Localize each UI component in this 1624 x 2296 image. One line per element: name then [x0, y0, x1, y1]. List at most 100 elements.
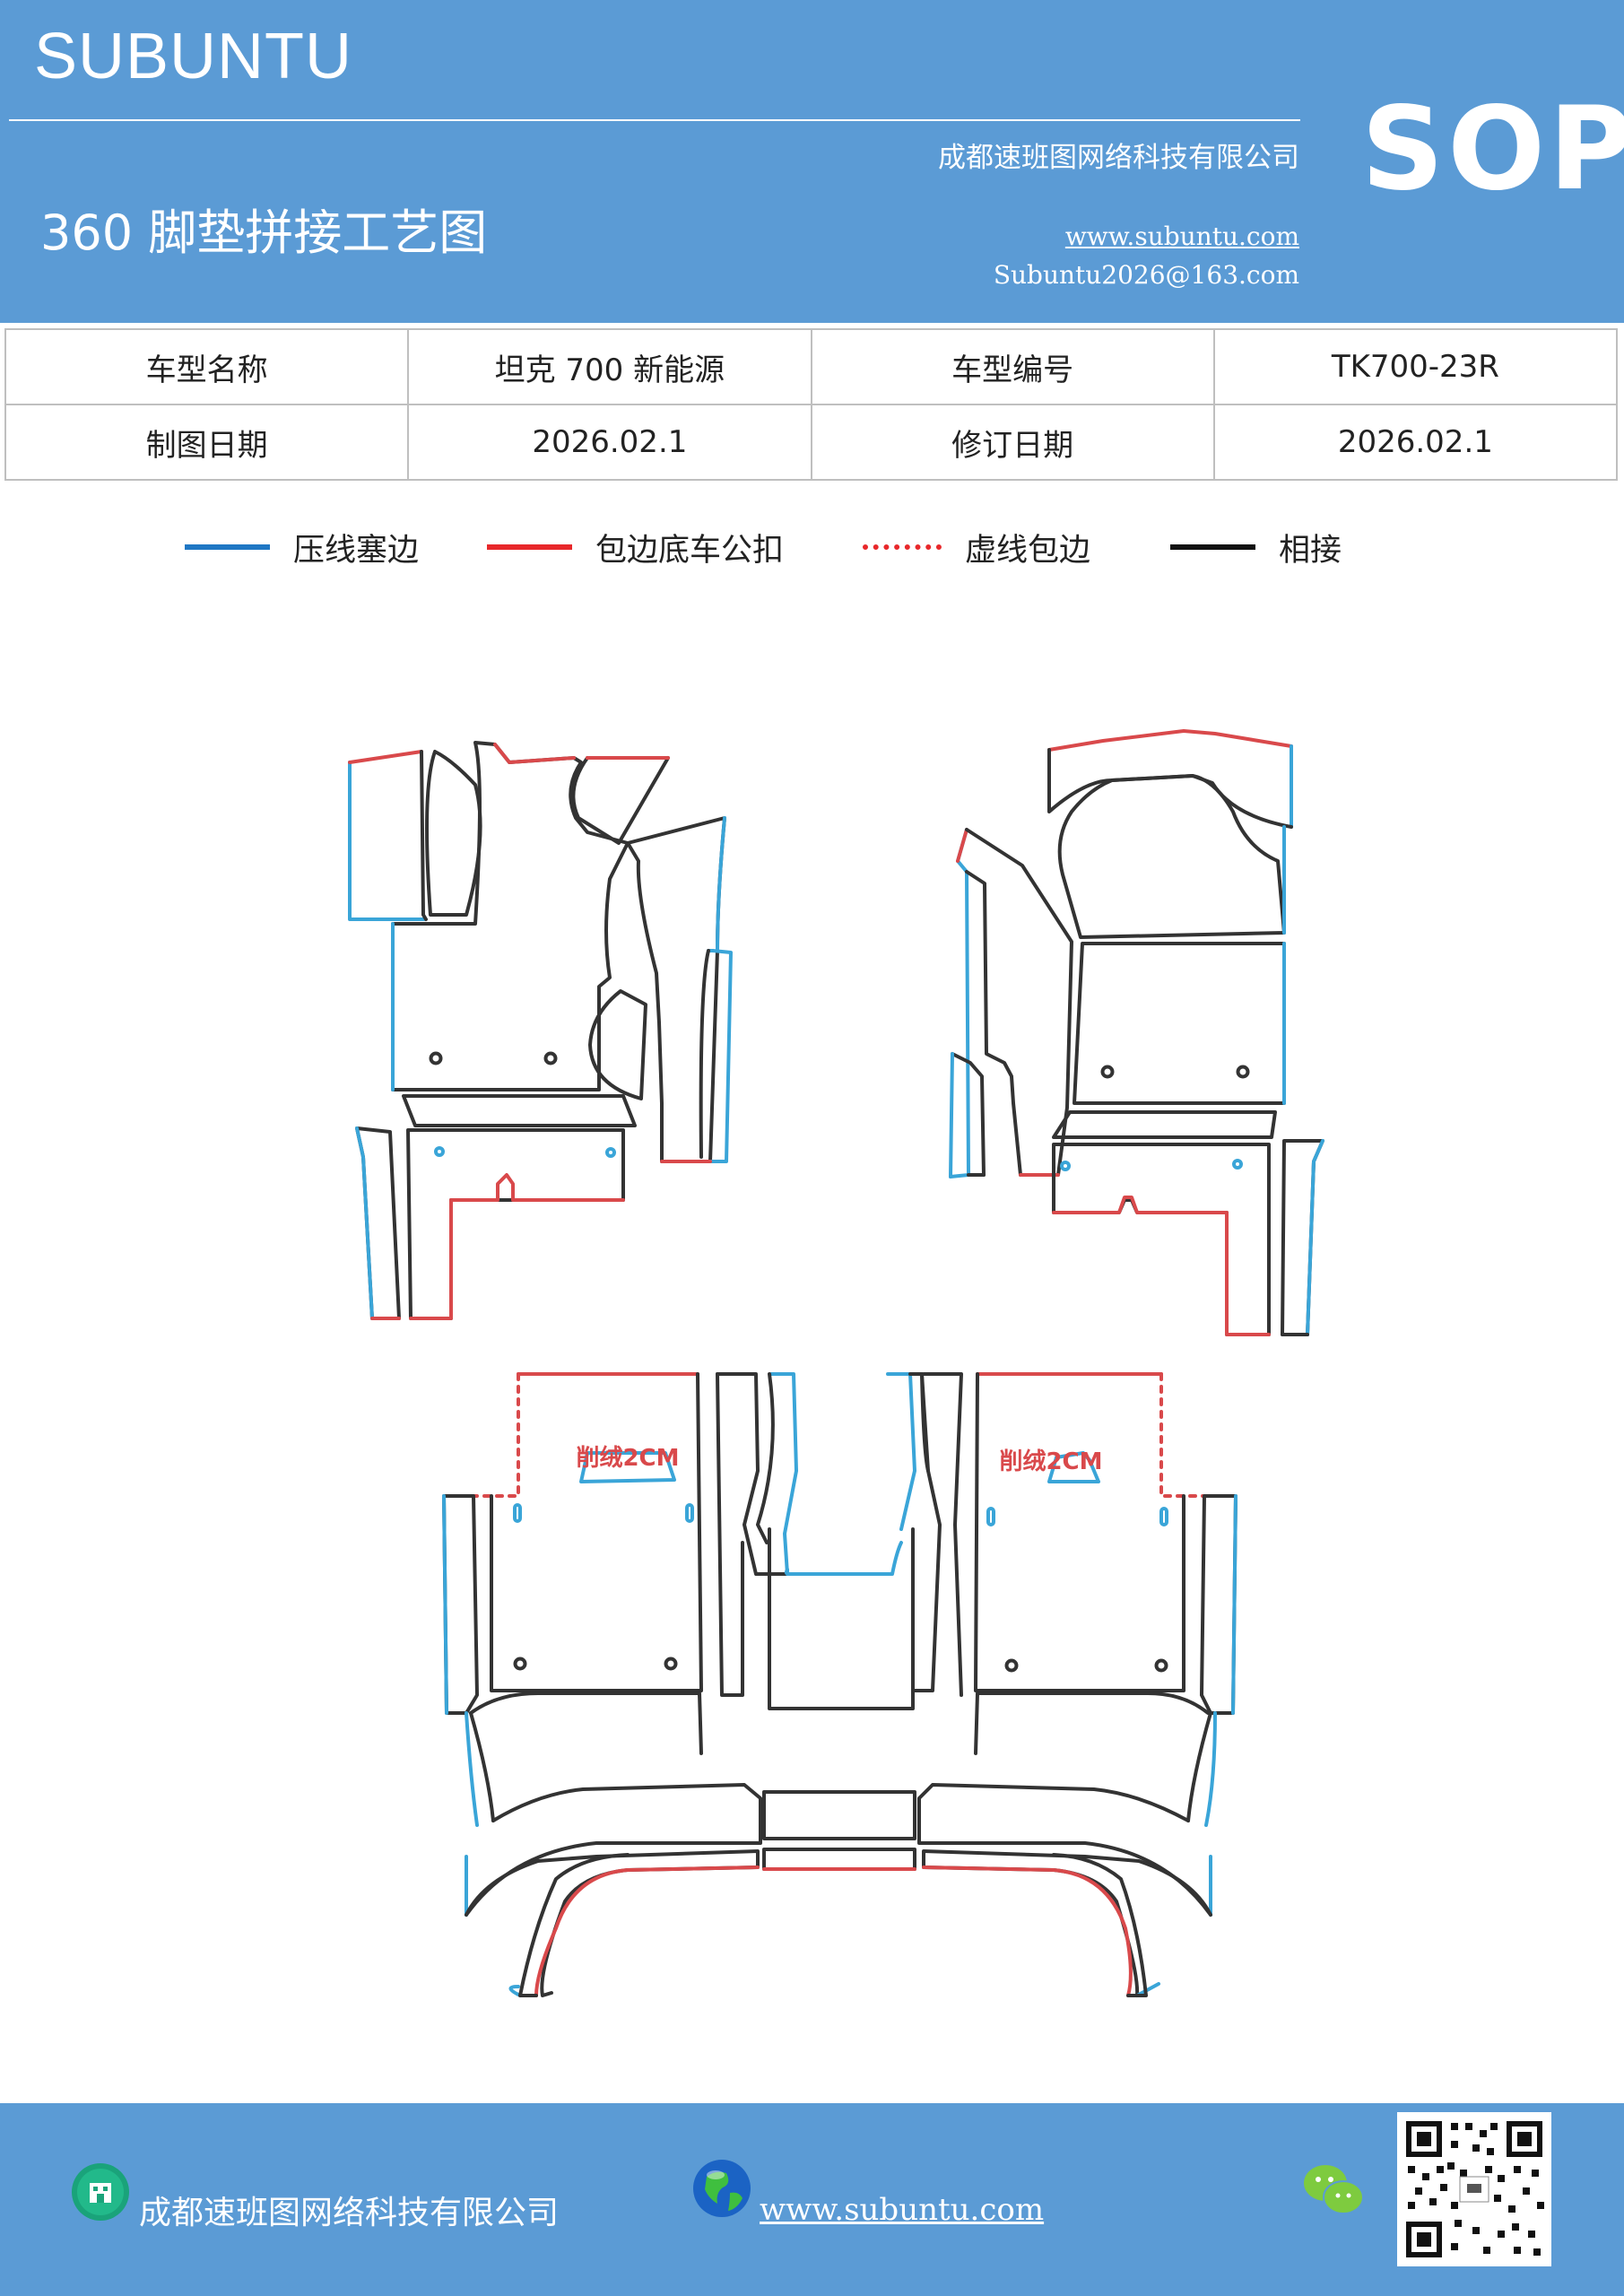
clip-hole — [1154, 1658, 1168, 1673]
legend-label: 虚线包边 — [965, 532, 1091, 569]
qr-code — [1397, 2112, 1551, 2266]
model-name-label: 车型名称 — [4, 328, 410, 405]
center-right-strip — [908, 1372, 942, 1692]
model-code-label: 车型编号 — [810, 328, 1215, 405]
clip-hole — [429, 1051, 443, 1065]
side-strip — [1281, 1139, 1324, 1336]
shave-label-right: 削绒2CM — [999, 1448, 1102, 1475]
clip-hole — [1100, 1065, 1115, 1079]
edge-red-dotted — [1159, 1372, 1238, 1498]
legend: 压线塞边 包边底车公扣 虚线包边 相接 — [0, 520, 1624, 574]
tunnel-piece — [626, 816, 726, 1163]
clip-slot — [513, 1503, 522, 1523]
edge-blue — [784, 1541, 903, 1576]
tunnel-piece — [965, 828, 1073, 1177]
legend-label: 包边底车公扣 — [595, 532, 785, 569]
company-name: 成都速班图网络科技有限公司 — [938, 142, 1299, 174]
shave-label-left: 削绒2CM — [576, 1444, 679, 1472]
edge-red — [409, 1198, 453, 1320]
right-arch-top — [974, 1692, 1210, 1755]
edge-red — [493, 743, 576, 764]
edge-black — [518, 1853, 630, 1997]
model-code-value: TK700-23R — [1212, 328, 1619, 405]
edge-red — [348, 750, 423, 764]
edge-blue — [886, 1372, 916, 1531]
front-left-mat — [348, 741, 733, 1320]
rear-left-floor — [490, 1372, 703, 1692]
edge-blue — [949, 828, 970, 1178]
center-left-strip — [716, 1372, 789, 1576]
edge-blue — [355, 1126, 374, 1320]
header-banner — [0, 0, 1624, 323]
rear-mat — [442, 1372, 1238, 1997]
legend-item: 相接 — [1170, 520, 1342, 574]
legend-swatch-blue — [185, 544, 270, 550]
edge-black — [716, 1372, 744, 1697]
clip-hole — [513, 1657, 527, 1671]
website-link[interactable]: www.subuntu.com — [1064, 222, 1299, 251]
edge-black — [571, 756, 670, 845]
legend-label: 压线塞边 — [293, 532, 420, 569]
edge-black — [922, 1372, 963, 1697]
pillar-piece — [425, 750, 482, 917]
edge-black — [756, 1372, 775, 1544]
legend-label: 相接 — [1279, 532, 1342, 569]
edge-black — [920, 1372, 930, 1473]
shave-area — [579, 1451, 676, 1483]
edge-red — [922, 1866, 1133, 1997]
building-icon — [72, 2163, 129, 2221]
center-floor — [768, 1527, 915, 1710]
left-mid-strip — [465, 1783, 762, 1917]
edge-blue — [1306, 1139, 1324, 1336]
shave-area — [1047, 1451, 1100, 1483]
edge-black — [1052, 1853, 1148, 1997]
draw-date-label: 制图日期 — [4, 404, 410, 481]
edge-red — [956, 828, 968, 863]
main-floor-outline — [391, 741, 630, 1091]
footer-website-link[interactable]: www.subuntu.com — [760, 2192, 1045, 2228]
footer-company: 成都速班图网络科技有限公司 — [139, 2195, 560, 2231]
clip-hole — [664, 1657, 678, 1671]
lower-tray — [406, 1128, 625, 1320]
clip-hole-blue — [605, 1147, 616, 1158]
main-floor — [1073, 942, 1286, 1105]
edge-black — [469, 1711, 495, 1822]
clip-hole — [1004, 1658, 1019, 1673]
center-mid-panel — [762, 1790, 916, 1840]
edge-blue — [1231, 1494, 1238, 1715]
heel-pad — [402, 1094, 637, 1127]
revise-date-label: 修订日期 — [810, 404, 1215, 481]
table-row: 制图日期 2026.02.1 修订日期 2026.02.1 — [4, 404, 1619, 481]
upper-piece — [1057, 774, 1286, 939]
globe-icon — [693, 2160, 751, 2217]
wechat-icon — [1304, 2165, 1364, 2214]
clip-hole — [543, 1051, 558, 1065]
clip-hole-blue — [1232, 1159, 1243, 1170]
legend-item: 虚线包边 — [863, 520, 1090, 574]
model-name-value: 坦克 700 新能源 — [407, 328, 812, 405]
clip-slot — [1159, 1507, 1168, 1526]
edge-blue — [508, 1985, 522, 1997]
clip-hole — [1236, 1065, 1250, 1079]
legend-swatch-red — [487, 544, 572, 550]
pedal-piece — [588, 989, 647, 1100]
clip-hole-blue — [1060, 1161, 1071, 1171]
lower-tray — [1052, 1143, 1271, 1336]
edge-blue — [348, 761, 426, 921]
email-address[interactable]: Subuntu2026@163.com — [993, 260, 1299, 290]
clip-hole-blue — [434, 1146, 445, 1157]
revise-date-value: 2026.02.1 — [1212, 404, 1619, 481]
info-table: 车型名称 坦克 700 新能源 车型编号 TK700-23R 制图日期 2026… — [4, 328, 1619, 481]
heel-pad — [1052, 1110, 1277, 1139]
edge-blue — [1135, 1982, 1160, 1997]
legend-item: 压线塞边 — [185, 520, 419, 574]
rear-right-strip — [1200, 1494, 1238, 1715]
edge-blue — [949, 1052, 954, 1178]
edge-black — [1186, 1711, 1212, 1822]
edge-blue — [442, 1494, 448, 1715]
edge-red — [449, 1173, 625, 1202]
right-mid-strip — [917, 1783, 1212, 1917]
edge-black — [699, 949, 710, 1159]
rear-left-strip — [442, 1494, 479, 1715]
